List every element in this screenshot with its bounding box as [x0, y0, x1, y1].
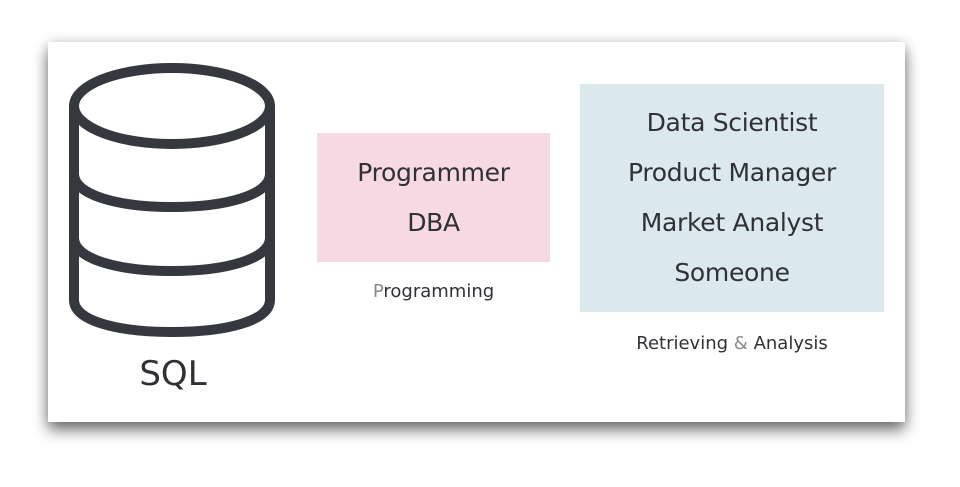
- programmer-roles-box: Programmer DBA: [317, 133, 550, 262]
- caption-rest: rogramming: [383, 281, 495, 302]
- role-label: Product Manager: [628, 158, 836, 187]
- ampersand: &: [733, 333, 748, 354]
- programming-caption: Programming: [317, 281, 550, 302]
- sql-label: SQL: [139, 354, 207, 394]
- retrieving-analysis-caption: Retrieving & Analysis: [580, 333, 884, 354]
- analyst-roles-box: Data Scientist Product Manager Market An…: [580, 84, 884, 312]
- role-label: DBA: [407, 207, 460, 237]
- role-label: Data Scientist: [646, 108, 818, 137]
- role-label: Someone: [674, 258, 790, 287]
- diagram-card: SQL Programmer DBA Programming Data Scie…: [48, 42, 905, 422]
- database-icon: [69, 63, 275, 338]
- caption-part: Retrieving: [636, 333, 729, 354]
- caption-part: Analysis: [753, 333, 828, 354]
- caption-initial: P: [372, 281, 384, 302]
- role-label: Market Analyst: [640, 208, 824, 237]
- role-label: Programmer: [357, 157, 510, 187]
